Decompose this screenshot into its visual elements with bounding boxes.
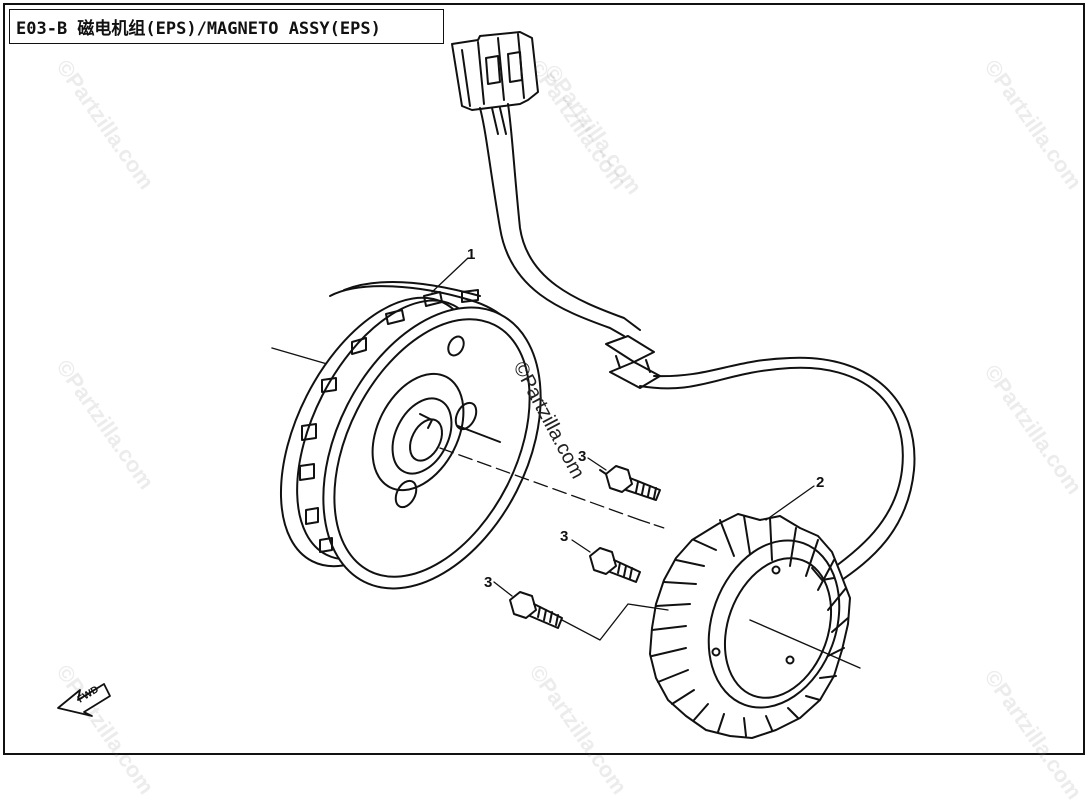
bolt-lower xyxy=(509,591,563,629)
bolt-middle xyxy=(589,547,641,583)
magneto-exploded-view: FWD xyxy=(57,31,916,739)
flywheel xyxy=(271,281,542,590)
callout-3: 3 xyxy=(578,448,587,465)
stator xyxy=(649,513,861,739)
callout-1: 1 xyxy=(467,246,476,263)
leader-lines xyxy=(431,257,815,641)
callout-3: 3 xyxy=(484,574,493,591)
callout-3: 3 xyxy=(560,528,569,545)
bolt-upper xyxy=(599,465,661,501)
callout-2: 2 xyxy=(816,474,825,491)
diagram-frame xyxy=(3,3,1085,755)
diagram-title: E03-B 磁电机组(EPS)/MAGNETO ASSY(EPS) xyxy=(9,9,444,44)
fwd-arrow-icon xyxy=(57,683,111,717)
wire-harness xyxy=(451,31,916,585)
